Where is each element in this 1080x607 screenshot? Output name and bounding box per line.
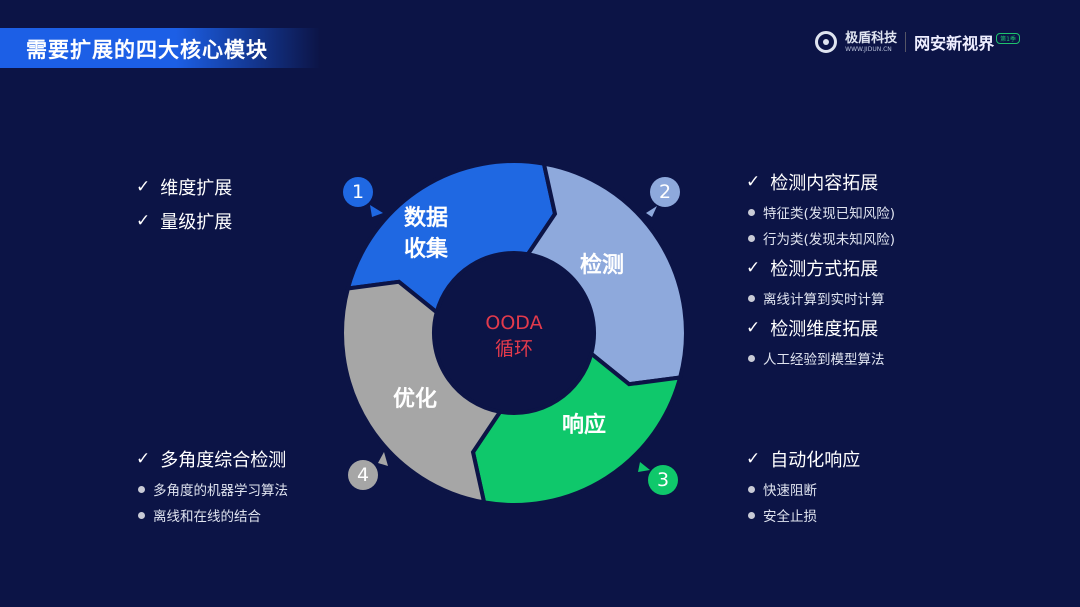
list-heading: 量级扩展 [160,212,233,233]
list-item: 人工经验到模型算法 [763,352,885,368]
list-item: 特征类(发现已知风险) [763,206,896,222]
list-item: 安全止损 [763,509,817,525]
bullet-icon [748,511,755,519]
check-icon: ✓ [746,318,761,338]
list-item: 行为类(发现未知风险) [763,232,896,248]
check-icon: ✓ [136,449,151,469]
step-number-1: 1 [343,177,373,207]
list-item: 离线和在线的结合 [153,509,261,525]
bullet-icon [748,208,755,216]
segment-label-1: 数据收集 [404,206,449,262]
bottom-left-list: ✓ 多角度综合检测 多角度的机器学习算法 离线和在线的结合 [136,442,288,528]
top-right-list: ✓检测内容拓展 特征类(发现已知风险) 行为类(发现未知风险) ✓检测方式拓展 … [746,165,895,371]
bullet-icon [748,354,755,362]
cycle-segment-3 [470,350,683,507]
segment-label-4: 优化 [393,387,438,412]
jidun-logo-icon [815,31,838,53]
divider [905,32,907,52]
bottom-right-list: ✓ 自动化响应 快速阻断 安全止损 [746,442,860,528]
list-heading: 检测方式拓展 [770,259,879,280]
list-heading: 检测内容拓展 [770,173,879,194]
cycle-segment-2 [524,161,688,387]
pointer-icon [370,205,383,217]
list-item: 多角度的机器学习算法 [153,483,288,499]
segment-label-2: 检测 [580,253,625,278]
list-heading: 自动化响应 [770,450,861,471]
check-icon: ✓ [136,177,151,197]
bullet-icon [138,511,145,519]
cycle-segment-4 [340,279,504,505]
pointer-icon [638,462,650,472]
pointer-icon [646,206,657,217]
cycle-center [436,255,592,411]
show-name: 网安新视界 [914,34,995,53]
bullet-icon [748,294,755,302]
cycle-segment-1 [345,159,558,316]
list-heading: 多角度综合检测 [160,450,287,471]
segment-label-3: 响应 [562,413,607,438]
pointer-icon [378,452,388,466]
check-icon: ✓ [746,449,761,469]
list-item: 快速阻断 [763,483,817,499]
season-badge: 第1季 [996,32,1020,44]
list-heading: 检测维度拓展 [770,319,879,340]
bullet-icon [748,234,755,242]
top-left-list: ✓ 维度扩展 ✓ 量级扩展 [136,170,232,238]
bullet-icon [748,485,755,493]
bullet-icon [138,485,145,493]
check-icon: ✓ [136,211,151,231]
brand-url: WWW.JIDUN.CN [845,45,892,53]
list-heading: 维度扩展 [160,178,233,199]
check-icon: ✓ [746,172,761,192]
step-number-4: 4 [348,460,378,490]
title-banner: 需要扩展的四大核心模块 [0,28,320,68]
page-title: 需要扩展的四大核心模块 [26,38,268,62]
list-item: 离线计算到实时计算 [763,292,885,308]
step-number-2: 2 [650,177,680,207]
brand-name: 极盾科技 [845,30,898,46]
step-number-3: 3 [648,465,678,495]
check-icon: ✓ [746,258,761,278]
